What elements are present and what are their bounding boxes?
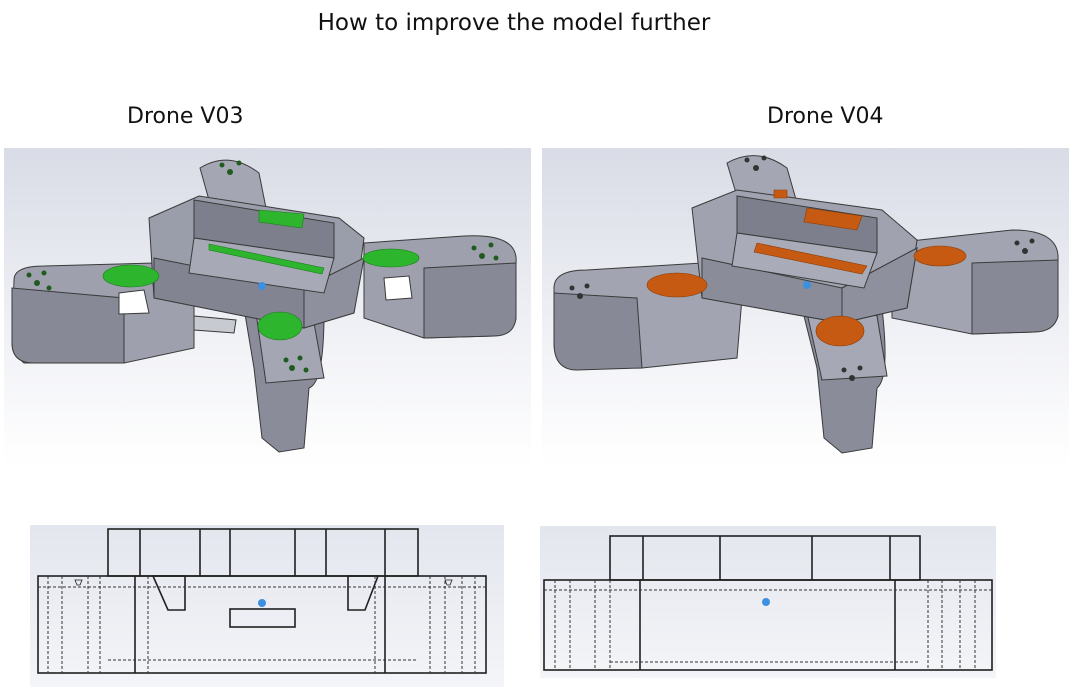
drone-v03-label: Drone V03 [127, 104, 244, 129]
page-title: How to improve the model further [317, 10, 711, 36]
drone-v04-label: Drone V04 [767, 104, 884, 129]
drone-v04-iso-view [542, 148, 1069, 466]
drone-v03-side-view [30, 525, 504, 687]
drone-v03-iso-view [4, 148, 531, 466]
drone-v04-side-view [540, 526, 996, 678]
